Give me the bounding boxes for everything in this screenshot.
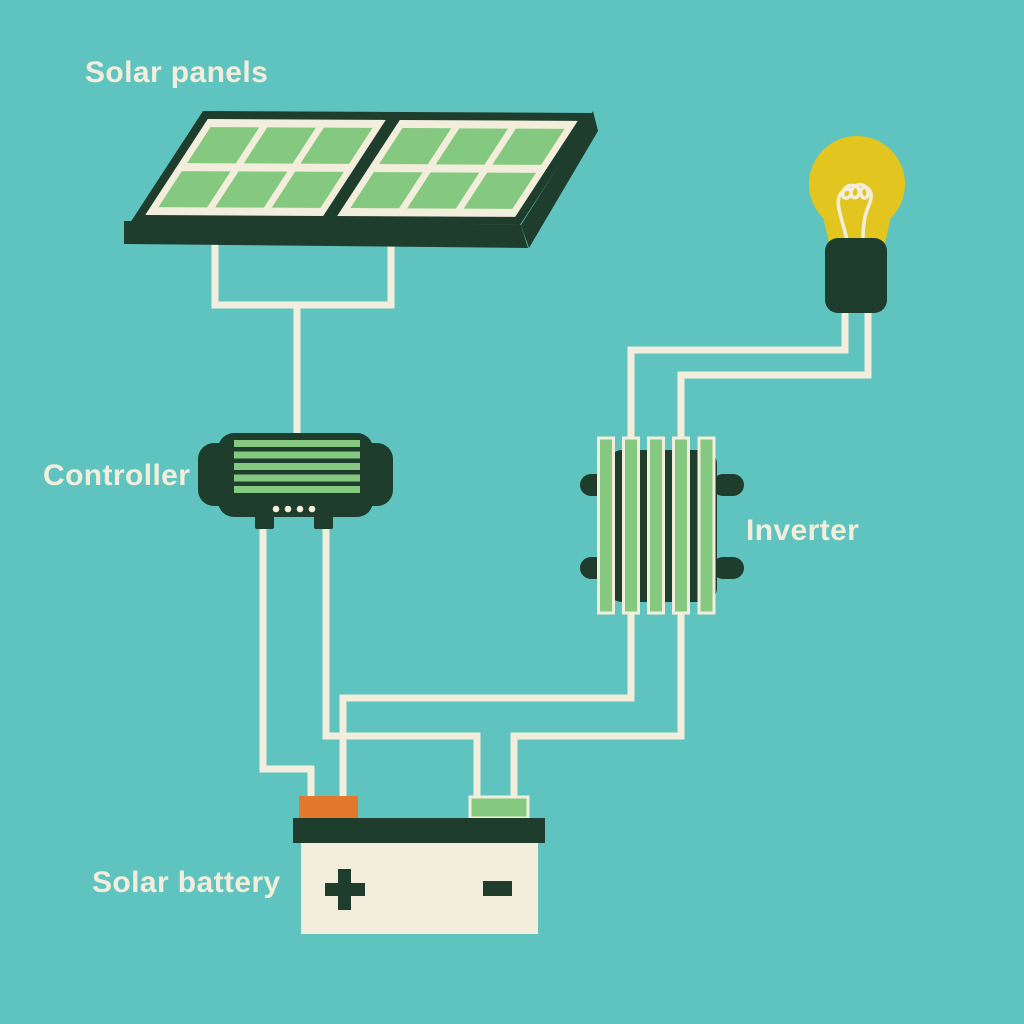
label-controller: Controller bbox=[43, 459, 191, 492]
controller-foot-right bbox=[314, 515, 333, 529]
inverter-lug bbox=[712, 474, 744, 496]
wire-battery-positive-to-inverter bbox=[339, 612, 635, 800]
bulb-filament bbox=[836, 182, 873, 242]
wire-inverter-to-bulb-right bbox=[677, 312, 872, 440]
bulb-socket bbox=[825, 238, 887, 313]
label-inverter: Inverter bbox=[746, 514, 860, 547]
panel-cell bbox=[350, 172, 423, 209]
wire-panel-junction bbox=[211, 243, 395, 309]
panel-cell bbox=[407, 172, 480, 209]
panel-cell bbox=[463, 172, 536, 209]
panel-front-edge bbox=[124, 221, 528, 248]
panel-cell bbox=[243, 127, 316, 164]
panel-cell bbox=[271, 171, 344, 208]
wires bbox=[211, 243, 872, 800]
controller-foot-left bbox=[255, 515, 274, 529]
controller-illustration bbox=[198, 433, 393, 529]
controller-indicator-dots bbox=[272, 505, 316, 513]
controller-vents bbox=[234, 440, 360, 493]
panel-cell bbox=[379, 128, 452, 165]
wire-battery-negative-to-inverter bbox=[510, 612, 685, 800]
inverter-illustration bbox=[580, 436, 744, 615]
panel-cell bbox=[158, 171, 231, 208]
battery-negative-terminal bbox=[468, 795, 530, 820]
battery-positive-terminal bbox=[299, 796, 358, 820]
panel-cell bbox=[492, 128, 565, 165]
light-bulb-illustration bbox=[809, 136, 905, 313]
panel-cell bbox=[187, 127, 260, 164]
panel-cell bbox=[215, 171, 288, 208]
wire-controller-to-battery-negative bbox=[322, 524, 481, 800]
inverter-bars bbox=[597, 436, 716, 615]
wire-inverter-to-bulb-left bbox=[627, 312, 849, 440]
battery-top-band bbox=[293, 818, 545, 843]
wire-controller-to-battery-positive bbox=[259, 524, 315, 800]
panel-cell bbox=[300, 127, 373, 164]
solar-panel-illustration bbox=[124, 111, 598, 248]
panel-right-edge bbox=[521, 111, 598, 248]
label-solar-battery: Solar battery bbox=[92, 866, 281, 899]
panel-cell bbox=[435, 128, 508, 165]
battery-positive-symbol bbox=[325, 869, 365, 910]
inverter-lug bbox=[712, 557, 744, 579]
label-solar-panels: Solar panels bbox=[85, 56, 269, 89]
battery-illustration bbox=[293, 795, 545, 934]
battery-negative-symbol bbox=[483, 881, 512, 896]
